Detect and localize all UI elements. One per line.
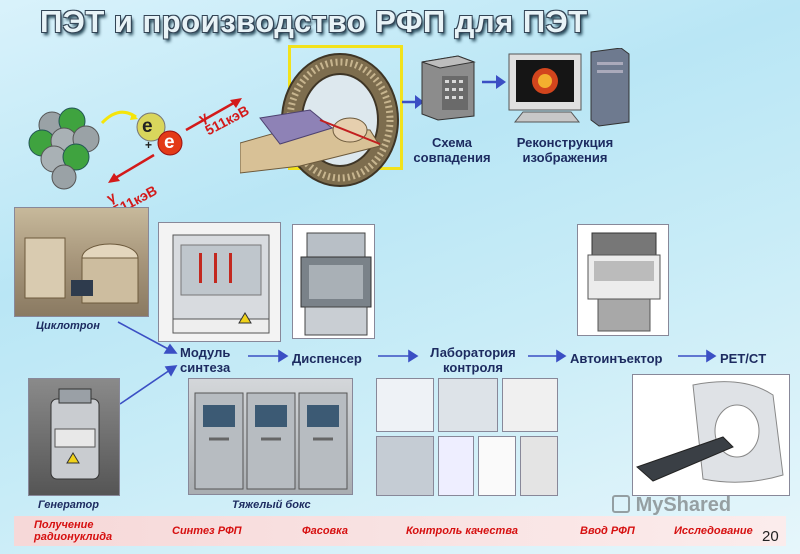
autoinjector-label: Автоинъектор	[570, 351, 663, 366]
cyclotron-label: Циклотрон	[36, 320, 100, 332]
watermark-logo-icon	[612, 495, 630, 513]
monitor-photo	[502, 378, 558, 432]
page-number: 20	[762, 528, 779, 545]
control-lab-label: Лаборатория контроля	[430, 345, 516, 375]
container-photo	[478, 436, 516, 496]
stage-item: Ввод РФП	[580, 525, 635, 537]
stage-item: Синтез РФП	[172, 525, 242, 537]
stage-item: Контроль качества	[406, 525, 518, 537]
synthesis-module-photo	[158, 222, 281, 342]
image-reconstruction-label: Реконструкция изображения	[516, 135, 614, 165]
electron-label: e	[142, 116, 153, 137]
arrowhead-icon	[706, 349, 717, 363]
generator-photo	[28, 378, 120, 496]
arrow-right-icon	[402, 95, 424, 109]
lab-equipment-collage	[376, 378, 558, 496]
pet-ct-photo	[632, 374, 790, 496]
generator-label: Генератор	[38, 499, 99, 511]
positron-label: e	[164, 132, 175, 153]
stages-strip: Получение радионуклида Синтез РФП Фасовк…	[14, 516, 786, 546]
arrow-generator-to-module	[119, 369, 171, 405]
plus-sign: +	[145, 138, 153, 152]
synthesis-module-label: Модуль синтеза	[180, 345, 231, 375]
autoinjector-photo	[577, 224, 669, 336]
arrowhead-icon	[164, 365, 178, 377]
coincidence-scheme-label: Схема совпадения	[413, 135, 491, 165]
chromatograph-photo	[376, 436, 434, 496]
stage-item: Получение радионуклида	[34, 519, 113, 543]
arrow-right-icon	[482, 75, 506, 89]
annihilation-diagram	[28, 98, 242, 190]
dispenser-photo	[292, 224, 375, 339]
arrowhead-icon	[278, 349, 289, 363]
nucleus-icon	[28, 107, 100, 190]
stage-item: Фасовка	[302, 525, 349, 537]
slide-title: ПЭТ и производство РФП для ПЭТ	[40, 4, 588, 39]
stage-item: Исследование	[674, 525, 753, 537]
hot-cell-label: Тяжелый бокс	[232, 499, 311, 511]
hplc-photo	[376, 378, 434, 432]
arrowhead-icon	[408, 349, 419, 363]
hot-cell-photo	[188, 378, 353, 495]
coincidence-unit-illustration	[421, 55, 476, 121]
pet-scanner-illustration	[240, 53, 399, 187]
arrowhead-icon	[556, 349, 567, 363]
dispenser-label: Диспенсер	[292, 351, 362, 366]
arrowhead-icon	[163, 343, 178, 354]
watermark: MyShared	[612, 494, 731, 517]
cyclotron-photo	[14, 207, 149, 317]
dose-calibrator-photo	[438, 436, 474, 496]
workstation-illustration	[508, 48, 630, 127]
analyzer-photo	[438, 378, 498, 432]
pet-ct-label: PET/CT	[720, 351, 767, 366]
vessel-photo	[520, 436, 558, 496]
